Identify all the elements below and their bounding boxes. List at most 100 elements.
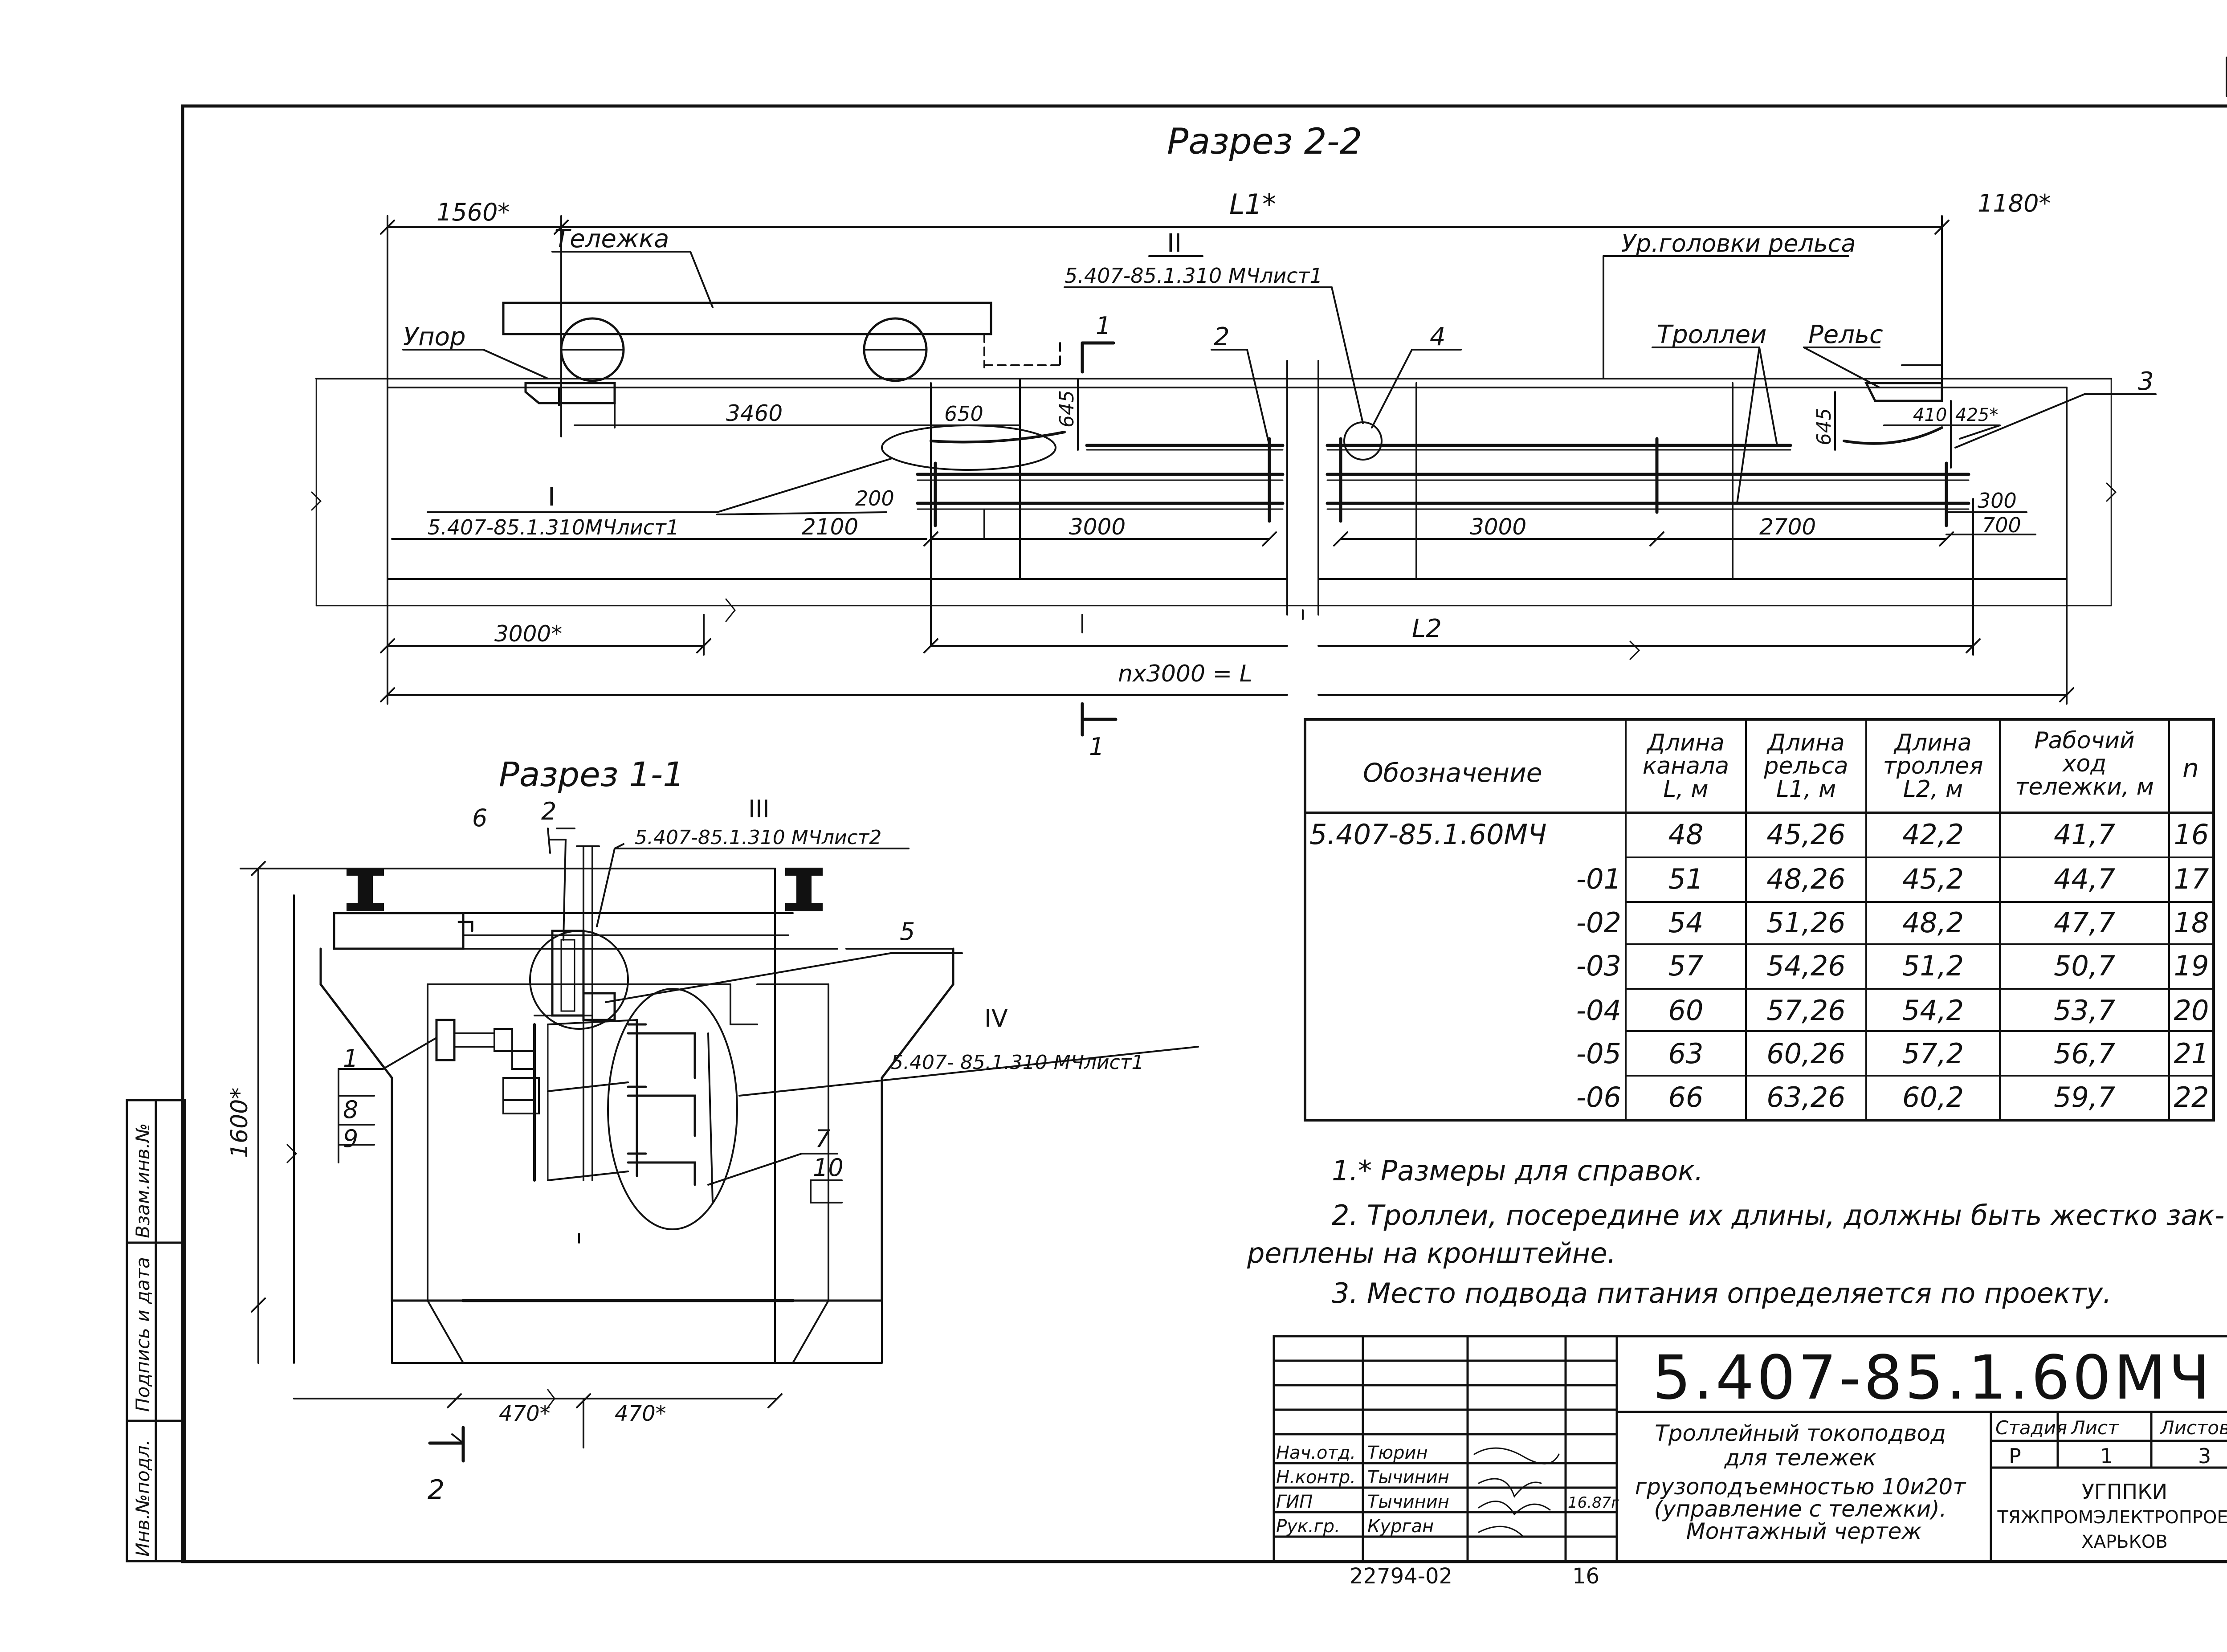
table-cell: 51,26 [1766,906,1846,939]
table-cell-designation: -03 [1576,950,1621,982]
label-upor: Упор [403,322,466,351]
ref-2-num: II [1167,229,1182,258]
dim-470-left: 470* [499,1401,551,1426]
table-cell: 51 [1668,863,1704,895]
table-cell: 54 [1668,906,1704,939]
table-cell: 48 [1668,818,1704,851]
role-1: Нач.отд. [1276,1443,1356,1463]
side-stamp-sign: Подпись и дата [132,1257,154,1412]
notes: 1.* Размеры для справок. 2. Троллеи, пос… [1247,1154,2224,1309]
label-l1: L1* [1229,188,1276,220]
pos-1: 1 [343,1044,358,1073]
dim-1560: 1560* [436,198,510,226]
document-code: 5.407-85.1.60МЧ [1652,1343,2213,1413]
table-cell: 54,2 [1902,994,1964,1027]
footer-number: 22794-02 [1350,1564,1452,1589]
dim-425: 425* [1955,405,1998,425]
section-2-2-title: Разрез 2-2 [1167,121,1362,162]
role-2: Н.контр. [1276,1467,1356,1488]
date: 16.87г [1568,1494,1619,1512]
dim-1180: 1180* [1978,189,2051,217]
table-cell: 63 [1668,1037,1704,1070]
table-cell: 56,7 [2054,1037,2115,1070]
sheets-value: 3 [2198,1444,2211,1468]
pos-5: 5 [900,918,915,946]
table-cell: 66 [1668,1081,1704,1114]
dim-700: 700 [1982,513,2021,537]
section-1-1-drawing [240,828,1199,1463]
side-stamp-vzam: Взам.инв.№ [132,1123,154,1238]
dim-3000-a: 3000 [1069,514,1126,540]
mark-1-top: 1 [1096,312,1111,340]
dim-2700: 2700 [1759,514,1816,540]
pos-3: 3 [2138,367,2154,396]
dim-650: 650 [944,402,983,426]
dim-200: 200 [855,486,894,510]
table-cell-designation: -01 [1576,863,1621,895]
dim-300: 300 [1978,489,2017,513]
ref-4-code: 5.407- 85.1.310 МЧлист1 [891,1051,1144,1074]
name-4: Курган [1367,1516,1434,1537]
footer-page: 16 [1572,1564,1599,1589]
side-stamp-grid [126,1099,186,1562]
ref-3-code: 5.407-85.1.310 МЧлист2 [635,826,881,849]
note-3: 3. Место подвода питания определяется по… [1332,1277,2112,1309]
label-rels: Рельс [1808,320,1883,349]
sheets-header: Листов [2159,1417,2227,1439]
table-header-designation: Обозначение [1363,758,1542,788]
pos-2: 2 [1214,322,1230,351]
dim-470-right: 470* [615,1401,666,1426]
dim-2100: 2100 [802,514,858,540]
section-2-2-drawing [311,215,2157,737]
dim-n-x-3000: nх3000 = L [1118,661,1252,687]
name-2: Тычинин [1367,1467,1449,1488]
note-2-cont: реплены на кронштейне. [1247,1237,1616,1269]
pos-7: 7 [815,1125,830,1153]
note-1: 1.* Размеры для справок. [1332,1154,1703,1187]
pos-8: 8 [343,1096,358,1124]
table-cell: 45,26 [1766,818,1846,851]
table-cell: 22 [2174,1081,2209,1114]
ref-4-num: IV [984,1004,1008,1032]
table-cell: 45,2 [1902,863,1964,895]
table-cell: 54,26 [1766,950,1846,982]
table-cell: 18 [2174,906,2209,939]
stage-header: Стадия [1995,1417,2067,1439]
table-cell: 41,7 [2054,818,2115,851]
dim-645-left: 645 [1056,390,1078,428]
dim-1600: 1600* [226,1088,253,1158]
table-cell: 16 [2174,818,2209,851]
table-cell-designation: 5.407-85.1.60МЧ [1309,818,1547,851]
pos-10: 10 [813,1154,844,1182]
table-cell: 57,26 [1766,994,1846,1027]
side-stamp-inv: Инв.№подл. [132,1440,154,1557]
document-title: Троллейный токоподвод для тележек грузоп… [1635,1420,1973,1544]
pos-4: 4 [1430,322,1446,351]
sheet-frame [181,104,2227,1563]
table-cell: 20 [2174,994,2209,1027]
note-2: 2. Троллеи, посередине их длины, должны … [1332,1199,2224,1232]
mark-2-top: 2 [541,797,556,825]
title-block-grid [1273,1335,2227,1562]
mark-1-bottom: 1 [1089,733,1104,761]
spec-table-grid [1304,718,2215,1122]
table-cell: 47,7 [2054,906,2115,939]
table-cell: 60,2 [1902,1081,1964,1114]
table-cell: 48,2 [1902,906,1964,939]
ref-1-code: 5.407-85.1.310МЧлист1 [428,515,679,539]
table-cell: 48,26 [1766,863,1846,895]
table-cell-designation: -05 [1576,1037,1621,1070]
dim-410: 410 [1913,405,1947,425]
ref-3-num: III [748,795,770,823]
sheet-header: Лист [2070,1417,2119,1439]
dim-3000-star: 3000* [494,621,562,647]
org-line-3: ХАРЬКОВ [2081,1532,2168,1552]
table-cell: 19 [2174,950,2209,982]
